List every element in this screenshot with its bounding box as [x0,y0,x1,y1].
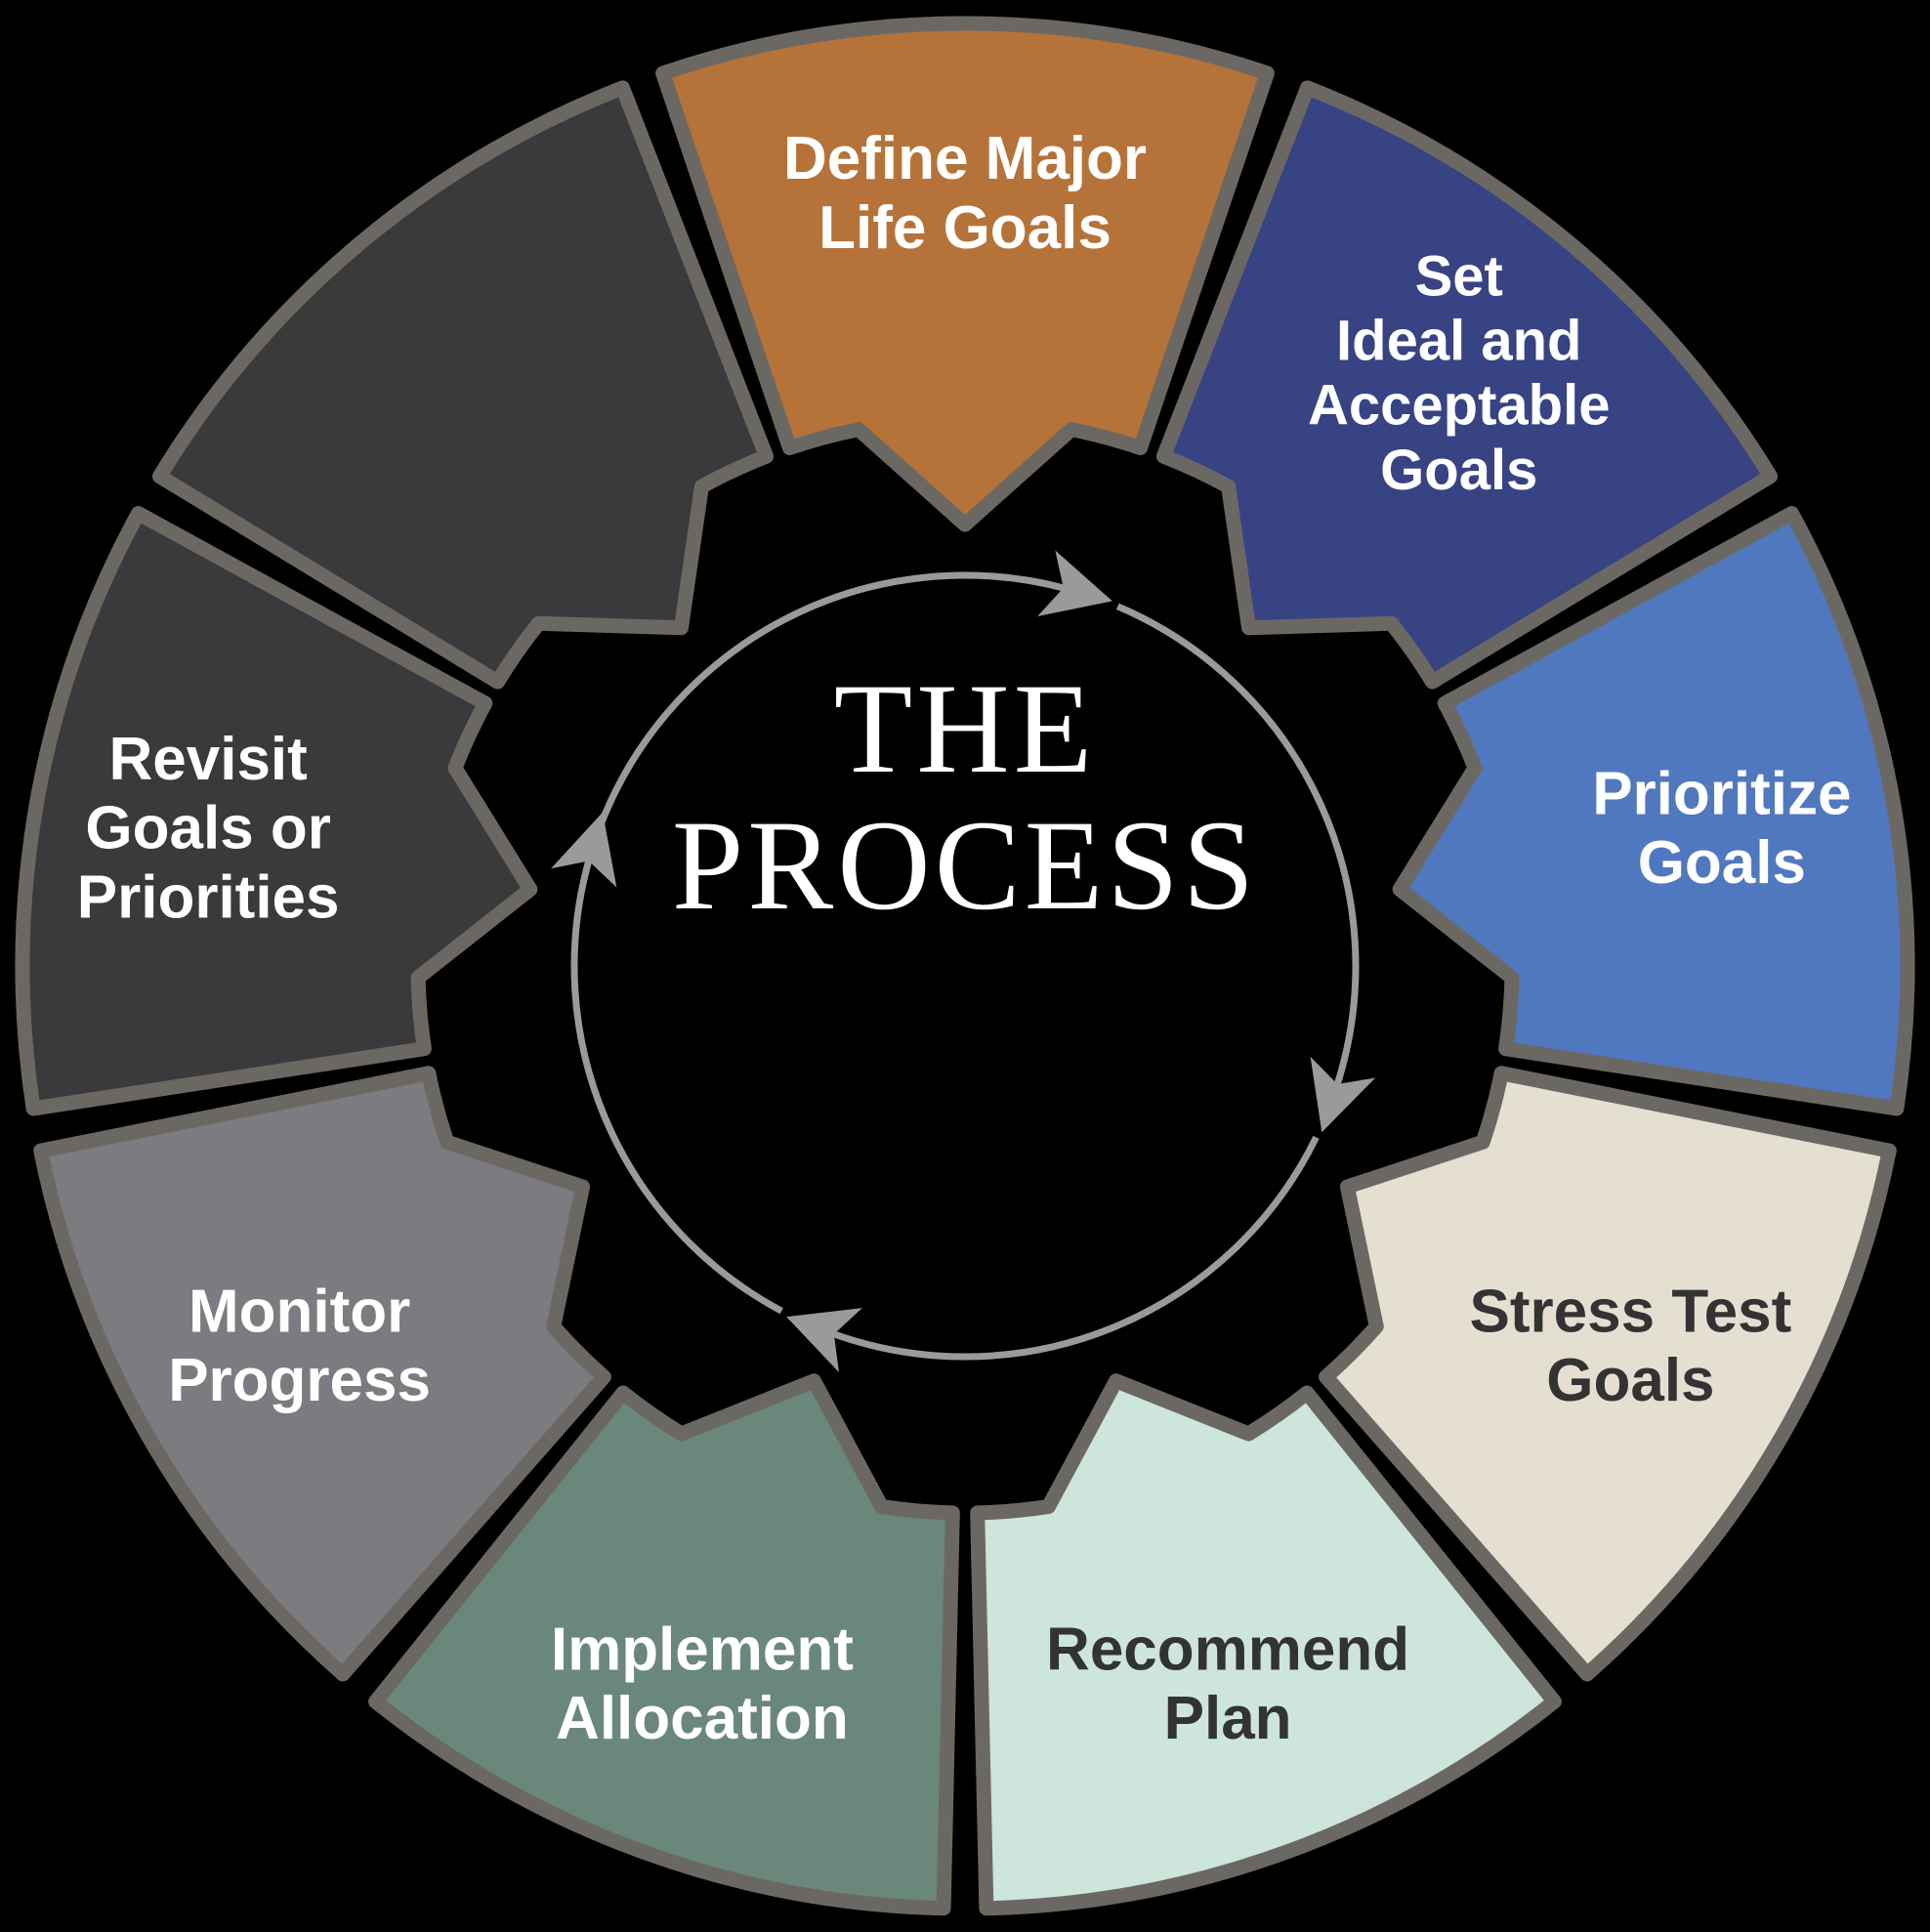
label-line: Plan [1164,1685,1292,1752]
segment-monitor-progress[interactable] [33,1066,611,1682]
label-line: Goals [1546,1347,1714,1414]
cycle-arrow-1 [594,550,1112,834]
segment-define-major-life-goals[interactable] [655,16,1275,532]
label-line: Set [1415,244,1503,308]
segment-recommend-plan[interactable] [970,1373,1562,1916]
label-line: Revisit [108,726,307,793]
label-line: Progress [168,1347,431,1414]
label-line: Acceptable [1308,374,1610,438]
label-line: Goals [1638,829,1806,897]
center-circle [628,629,1302,1303]
segment-implement-allocation[interactable] [368,1373,960,1916]
segment-revisit-goals-or-priorities[interactable] [15,506,538,1116]
center-title-line1: THE [834,656,1097,800]
label-line: Ideal and [1336,310,1581,373]
label-line: Life Goals [818,194,1112,262]
label-line: Stress Test [1470,1278,1792,1345]
label-line: Goals [1380,439,1537,502]
segment-prioritize-goals[interactable] [1392,506,1915,1116]
label-line: Recommend [1046,1616,1409,1683]
center-title-line2: PROCESS [672,793,1258,937]
segment-group [15,16,1915,1916]
segment-set-ideal-and-acceptable-goals[interactable] [1155,80,1779,690]
segment-stress-test-goals[interactable] [1319,1066,1897,1682]
label-line: Priorities [77,863,340,931]
cycle-arrow-2 [1115,603,1376,1133]
cycle-arrows [551,550,1376,1372]
label-line: Allocation [556,1685,849,1752]
segment-spacer-top-left[interactable] [151,80,775,690]
label-line: Goals or [85,795,331,862]
center-hub: THE PROCESS [628,629,1302,1303]
label-line: Prioritize [1592,760,1851,827]
label-line: Monitor [189,1278,410,1345]
cycle-arrow-3 [786,1135,1320,1372]
label-line: Define Major [783,125,1147,192]
cycle-arrow-4 [551,812,783,1315]
label-line: Implement [551,1616,854,1683]
